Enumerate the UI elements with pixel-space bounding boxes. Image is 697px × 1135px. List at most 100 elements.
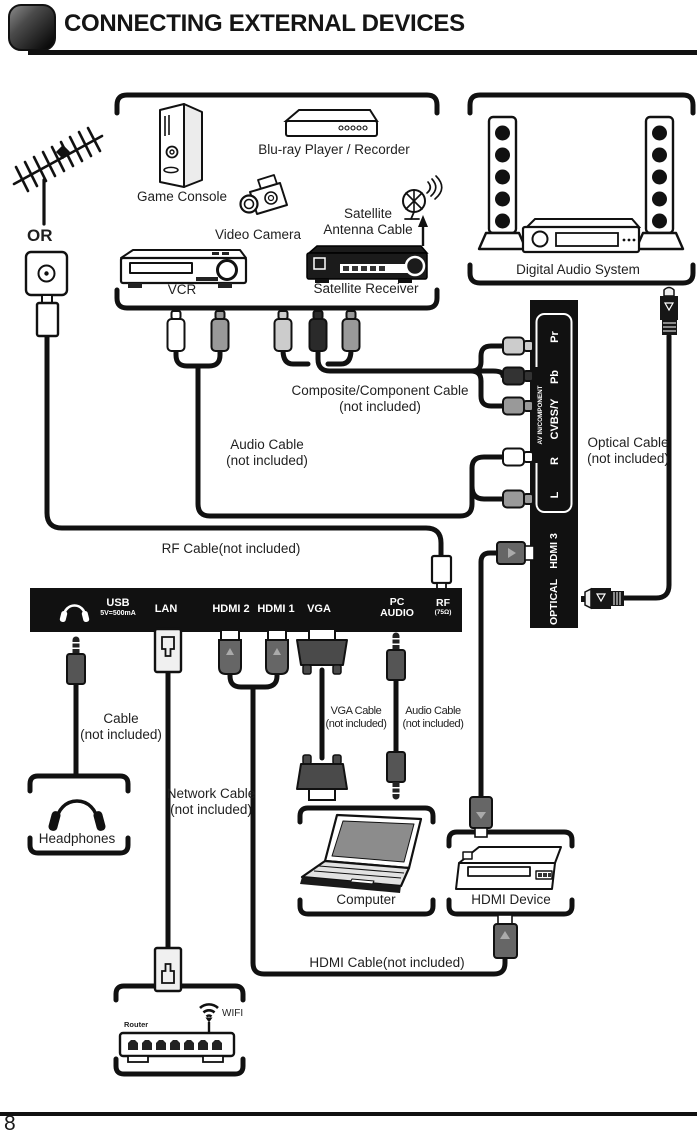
title-underline bbox=[28, 50, 697, 55]
hdmi-device-illustration bbox=[455, 846, 562, 890]
computer-label: Computer bbox=[336, 892, 396, 907]
optical-cable bbox=[621, 333, 672, 601]
rca-plug-pb bbox=[502, 366, 534, 386]
coax-plug bbox=[35, 294, 60, 338]
r-port-label: R bbox=[549, 457, 561, 465]
lan-port-label: LAN bbox=[154, 603, 178, 615]
hdmi2-plug bbox=[218, 629, 242, 675]
rf-cable bbox=[44, 333, 444, 560]
optical-cable-line2: (not included) bbox=[587, 450, 669, 466]
video-camera-illustration bbox=[239, 174, 288, 215]
component-cable-join-right bbox=[325, 347, 354, 367]
vga-connector-top bbox=[296, 628, 348, 675]
pc-audio-port-line2: AUDIO bbox=[380, 607, 414, 620]
rf-plug bbox=[430, 554, 453, 594]
network-cable-line2: (not included) bbox=[170, 801, 252, 817]
hdmi1-plug bbox=[265, 629, 289, 675]
router-label: Router bbox=[124, 1020, 149, 1029]
component-branch-top bbox=[468, 343, 506, 374]
pc-audio-cable-label: Audio Cable(not included) bbox=[402, 705, 463, 731]
audio-cable-line2: (not included) bbox=[226, 452, 308, 468]
vcr-label: VCR bbox=[167, 282, 197, 297]
pc-audio-cable-line2: (not included) bbox=[402, 717, 464, 730]
composite-cable-label: Composite/Component Cable(not included) bbox=[291, 383, 468, 415]
optical-plug-top bbox=[660, 286, 678, 335]
rj45-plug-bottom bbox=[153, 946, 183, 993]
usb-port-sublabel: 5V=500mA bbox=[100, 610, 136, 617]
video-camera-label: Video Camera bbox=[214, 227, 302, 242]
rf-cable-label: RF Cable(not included) bbox=[161, 541, 301, 556]
rca-plug-audio-gray bbox=[210, 310, 230, 352]
hdmi-cable-run bbox=[250, 684, 508, 977]
l-port-label: L bbox=[549, 491, 561, 499]
headphone-cable-line2: (not included) bbox=[80, 726, 162, 742]
tv-side-panel bbox=[530, 300, 578, 628]
rf-port-label: RF bbox=[436, 597, 450, 609]
pc-audio-jack-top bbox=[386, 632, 406, 681]
audio-cable-branch bbox=[469, 483, 506, 502]
digital-audio-system-label: Digital Audio System bbox=[516, 262, 640, 277]
headphones-box bbox=[27, 773, 131, 856]
footer-rule bbox=[0, 1112, 697, 1116]
optical-plug-port bbox=[581, 587, 624, 610]
satellite-antenna-line2: Antenna Cable bbox=[323, 221, 413, 237]
game-console-label: Game Console bbox=[136, 189, 228, 204]
audio-cable-line1: Audio Cable bbox=[230, 437, 304, 452]
hdmi3-port-label: HDMI 3 bbox=[548, 533, 560, 569]
composite-cable-line2: (not included) bbox=[339, 398, 421, 414]
vcr-illustration bbox=[119, 249, 248, 288]
component-cable-join-left bbox=[280, 347, 311, 367]
speaker-right-illustration bbox=[634, 115, 685, 251]
satellite-receiver-label: Satellite Receiver bbox=[313, 281, 419, 296]
page-number: 8 bbox=[4, 1112, 16, 1135]
game-console-illustration bbox=[159, 103, 203, 188]
speaker-left-illustration bbox=[477, 115, 528, 251]
section-bullet-icon bbox=[8, 4, 56, 51]
headphone-jack-plug bbox=[66, 636, 86, 685]
rca-plug-component-3 bbox=[341, 310, 361, 352]
av-receiver-illustration bbox=[521, 218, 642, 254]
wifi-label: WIFI bbox=[222, 1008, 244, 1019]
pc-audio-port-line1: PC bbox=[389, 596, 405, 608]
pc-audio-cable-line1: Audio Cable bbox=[405, 705, 461, 717]
optical-port-label: OPTICAL bbox=[548, 578, 560, 626]
digital-audio-system-box bbox=[467, 92, 696, 286]
or-label: OR bbox=[27, 226, 53, 245]
pr-port-label: Pr bbox=[549, 331, 561, 343]
vga-cable-line1: VGA Cable bbox=[330, 705, 382, 717]
pc-audio-jack-bottom bbox=[386, 751, 406, 800]
optical-cable-line1: Optical Cable bbox=[587, 435, 669, 450]
satellite-antenna-line1: Satellite bbox=[343, 206, 393, 221]
hdmi1-port-label: HDMI 1 bbox=[257, 603, 295, 615]
headphone-cable-line1: Cable bbox=[103, 711, 139, 726]
headphone-cable-label: Cable(not included) bbox=[80, 711, 162, 743]
tv-bottom-panel bbox=[30, 588, 462, 632]
component-cable-run bbox=[315, 347, 474, 374]
hdmi-cable-label: HDMI Cable(not included) bbox=[309, 955, 465, 970]
audio-cable-run bbox=[195, 363, 506, 519]
headphones-label: Headphones bbox=[38, 831, 116, 846]
antenna-icon bbox=[12, 126, 104, 226]
component-branch-bottom bbox=[468, 368, 506, 409]
rca-plug-r bbox=[502, 447, 534, 467]
rca-plug-component-1 bbox=[273, 310, 293, 352]
satellite-receiver-illustration bbox=[306, 245, 429, 283]
bluray-label: Blu-ray Player / Recorder bbox=[258, 142, 410, 157]
page-title: CONNECTING EXTERNAL DEVICES bbox=[64, 10, 465, 37]
satellite-dish-icon bbox=[402, 175, 443, 220]
pb-port-label: Pb bbox=[549, 369, 561, 385]
router-illustration bbox=[118, 1003, 236, 1063]
satellite-arrow bbox=[418, 215, 428, 246]
vga-cable-line2: (not included) bbox=[325, 717, 387, 730]
composite-cable-line1: Composite/Component Cable bbox=[291, 383, 469, 398]
hdmi3-cable bbox=[478, 550, 502, 800]
bluray-illustration bbox=[283, 109, 379, 137]
rca-plug-l bbox=[502, 489, 534, 509]
computer-illustration bbox=[300, 813, 423, 893]
rca-plug-pr bbox=[502, 336, 534, 356]
antenna-wall-outlet bbox=[24, 250, 69, 297]
